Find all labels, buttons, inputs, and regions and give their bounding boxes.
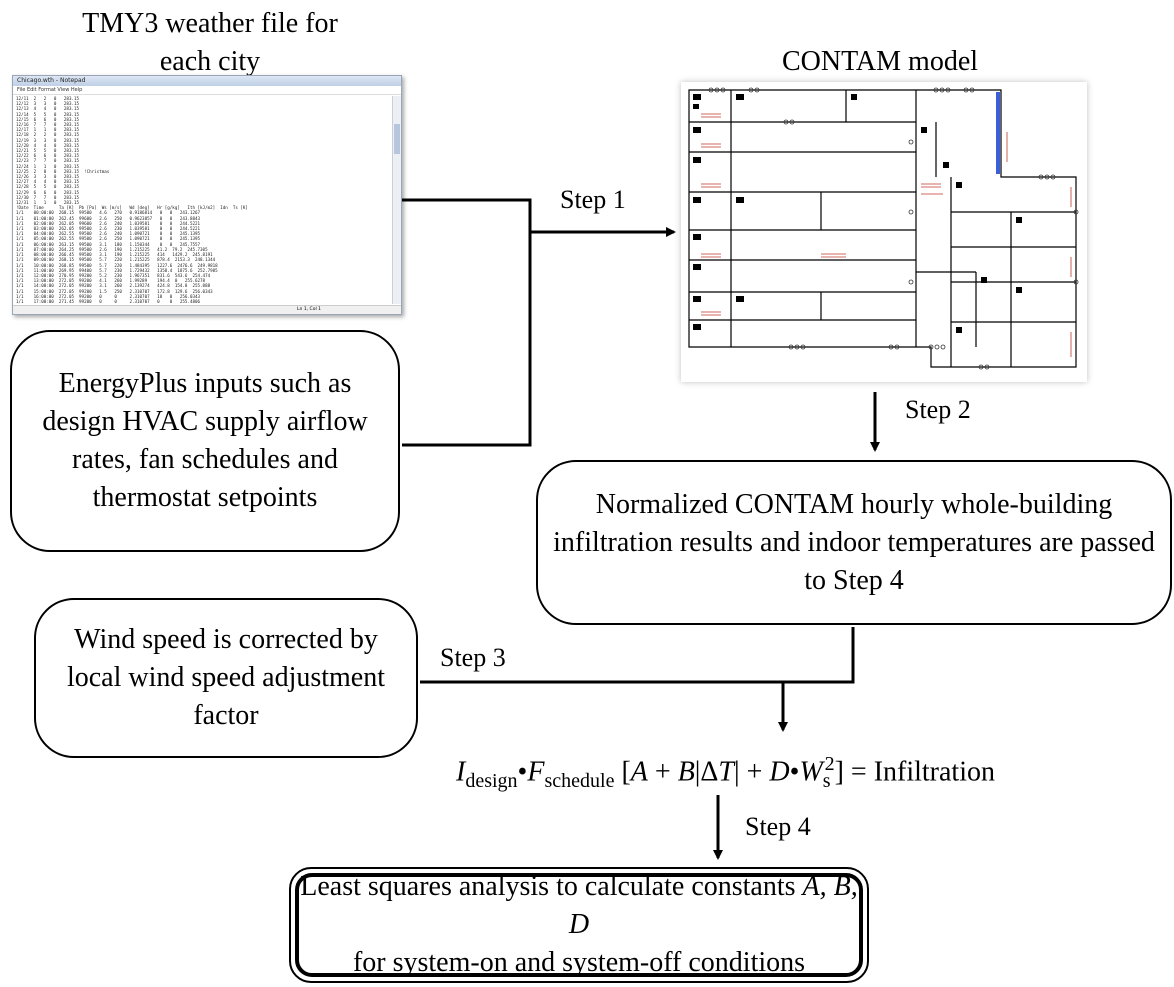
least-squares-prefix: Least squares analysis to calculate cons… xyxy=(300,871,803,902)
notepad-status-bar: Ln 1, Col 1 xyxy=(13,305,401,314)
energyplus-inputs-text: EnergyPlus inputs such as design HVAC su… xyxy=(42,368,368,513)
least-squares-box: Least squares analysis to calculate cons… xyxy=(289,867,869,983)
formula-abs-close: | xyxy=(734,756,740,788)
contam-sketchpad-drawing xyxy=(688,87,1079,370)
contam-model-title: CONTAM model xyxy=(781,46,979,77)
formula-A: A xyxy=(630,756,648,788)
formula-abs-open: |Δ xyxy=(694,756,719,788)
formula-W-sup: 2 xyxy=(824,753,835,775)
normalized-results-text: Normalized CONTAM hourly whole-building … xyxy=(553,488,1155,596)
formula-plus1: + xyxy=(647,756,678,788)
weather-file-title-line2: each city xyxy=(159,46,261,77)
formula-F: F xyxy=(527,756,545,788)
formula-I: I xyxy=(456,756,466,788)
notepad-menu-bar: File Edit Format View Help xyxy=(13,86,401,95)
energyplus-inputs-box: EnergyPlus inputs such as design HVAC su… xyxy=(10,330,400,552)
weather-file-screenshot: Chicago.wth - Notepad File Edit Format V… xyxy=(12,75,402,315)
wind-speed-text: Wind speed is corrected by local wind sp… xyxy=(66,624,386,731)
least-squares-constants: A, B, D xyxy=(568,871,858,940)
contam-model-screenshot xyxy=(681,82,1087,382)
formula-I-sub: design xyxy=(465,769,518,792)
weather-file-title-line1: TMY3 weather file for xyxy=(82,8,338,39)
step4-label: Step 4 xyxy=(745,812,811,841)
infiltration-formula: Idesign•Fschedule [A + B|ΔT| + D•Ws2] = … xyxy=(456,745,995,800)
formula-open: [ xyxy=(614,756,631,788)
formula-F-sub: schedule xyxy=(544,769,615,792)
formula-dot2: • xyxy=(789,756,800,788)
formula-D: D xyxy=(769,756,790,788)
formula-W-sub: s xyxy=(822,769,831,792)
formula-B: B xyxy=(677,756,695,788)
normalized-results-box: Normalized CONTAM hourly whole-building … xyxy=(536,460,1172,625)
least-squares-line2: for system-on and system-off conditions xyxy=(352,947,806,978)
formula-close: ] = Infiltration xyxy=(834,756,995,788)
step3-label: Step 3 xyxy=(440,643,506,672)
wind-speed-box: Wind speed is corrected by local wind sp… xyxy=(34,598,418,758)
formula-dot1: • xyxy=(517,756,528,788)
step1-label: Step 1 xyxy=(560,185,626,214)
least-squares-line1: Least squares analysis to calculate cons… xyxy=(299,868,859,944)
formula-plus2: + xyxy=(739,756,770,788)
weather-file-title: TMY3 weather file for each city xyxy=(30,5,390,81)
notepad-title-bar: Chicago.wth - Notepad xyxy=(13,76,401,86)
notepad-text-content: 12/11 2 2 0 283.15 12/12 3 3 0 283.15 12… xyxy=(16,96,248,304)
step2-label: Step 2 xyxy=(905,395,971,424)
formula-T: T xyxy=(718,756,734,788)
notepad-scrollbar[interactable] xyxy=(392,96,401,304)
formula-W: W xyxy=(799,756,823,788)
